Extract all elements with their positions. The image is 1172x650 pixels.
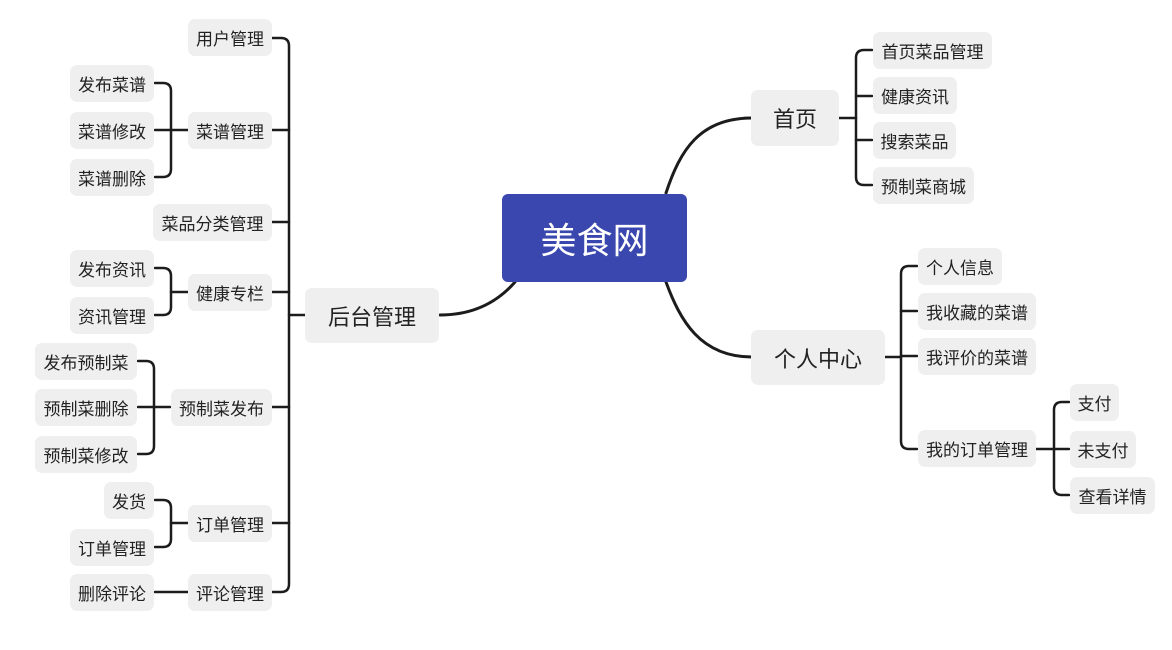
node-home-dish-management[interactable]: 首页菜品管理	[873, 32, 992, 69]
node-home-health-news[interactable]: 健康资讯	[873, 77, 957, 114]
node-home-prefab-mall[interactable]: 预制菜商城	[873, 167, 974, 204]
node-prefab-publish[interactable]: 发布预制菜	[35, 343, 137, 380]
node-order-pay[interactable]: 支付	[1070, 384, 1119, 421]
node-order-details[interactable]: 查看详情	[1070, 477, 1155, 514]
bracket-personal	[899, 264, 919, 451]
node-recipe-publish[interactable]: 发布菜谱	[70, 65, 154, 102]
node-comment-delete[interactable]: 删除评论	[70, 574, 154, 611]
node-health-manage[interactable]: 资讯管理	[70, 297, 154, 334]
node-admin-users[interactable]: 用户管理	[188, 19, 272, 56]
node-personal-orders[interactable]: 我的订单管理	[918, 430, 1036, 467]
node-personal-center[interactable]: 个人中心	[751, 330, 885, 385]
node-prefab-delete[interactable]: 预制菜删除	[35, 389, 137, 426]
connector-root-home	[664, 116, 754, 195]
node-personal-info[interactable]: 个人信息	[918, 248, 1002, 285]
node-personal-reviews[interactable]: 我评价的菜谱	[918, 338, 1036, 375]
node-health-publish[interactable]: 发布资讯	[70, 250, 154, 287]
node-order-ship[interactable]: 发货	[104, 482, 154, 519]
node-admin-comments[interactable]: 评论管理	[188, 574, 272, 611]
node-admin[interactable]: 后台管理	[305, 288, 439, 343]
root-node[interactable]: 美食网	[502, 194, 687, 282]
node-order-manage[interactable]: 订单管理	[70, 529, 154, 566]
node-admin-prefab-publish[interactable]: 预制菜发布	[171, 389, 272, 426]
connector-root-personal	[664, 280, 754, 359]
node-order-unpaid[interactable]: 未支付	[1070, 431, 1136, 468]
node-personal-favorites[interactable]: 我收藏的菜谱	[918, 293, 1036, 330]
node-admin-orders[interactable]: 订单管理	[188, 505, 272, 542]
bracket-home	[854, 48, 874, 187]
bracket-order	[153, 498, 173, 549]
node-recipe-edit[interactable]: 菜谱修改	[70, 112, 154, 149]
node-admin-health-column[interactable]: 健康专栏	[188, 274, 272, 311]
node-prefab-edit[interactable]: 预制菜修改	[35, 436, 137, 473]
bracket-admin	[270, 36, 291, 594]
node-admin-categories[interactable]: 菜品分类管理	[153, 204, 272, 241]
node-admin-recipes[interactable]: 菜谱管理	[188, 112, 272, 149]
node-home-search-dish[interactable]: 搜索菜品	[873, 122, 956, 159]
bracket-health	[153, 266, 173, 317]
connector-root-admin	[438, 280, 517, 317]
node-recipe-delete[interactable]: 菜谱删除	[70, 159, 154, 196]
node-home[interactable]: 首页	[751, 90, 839, 146]
